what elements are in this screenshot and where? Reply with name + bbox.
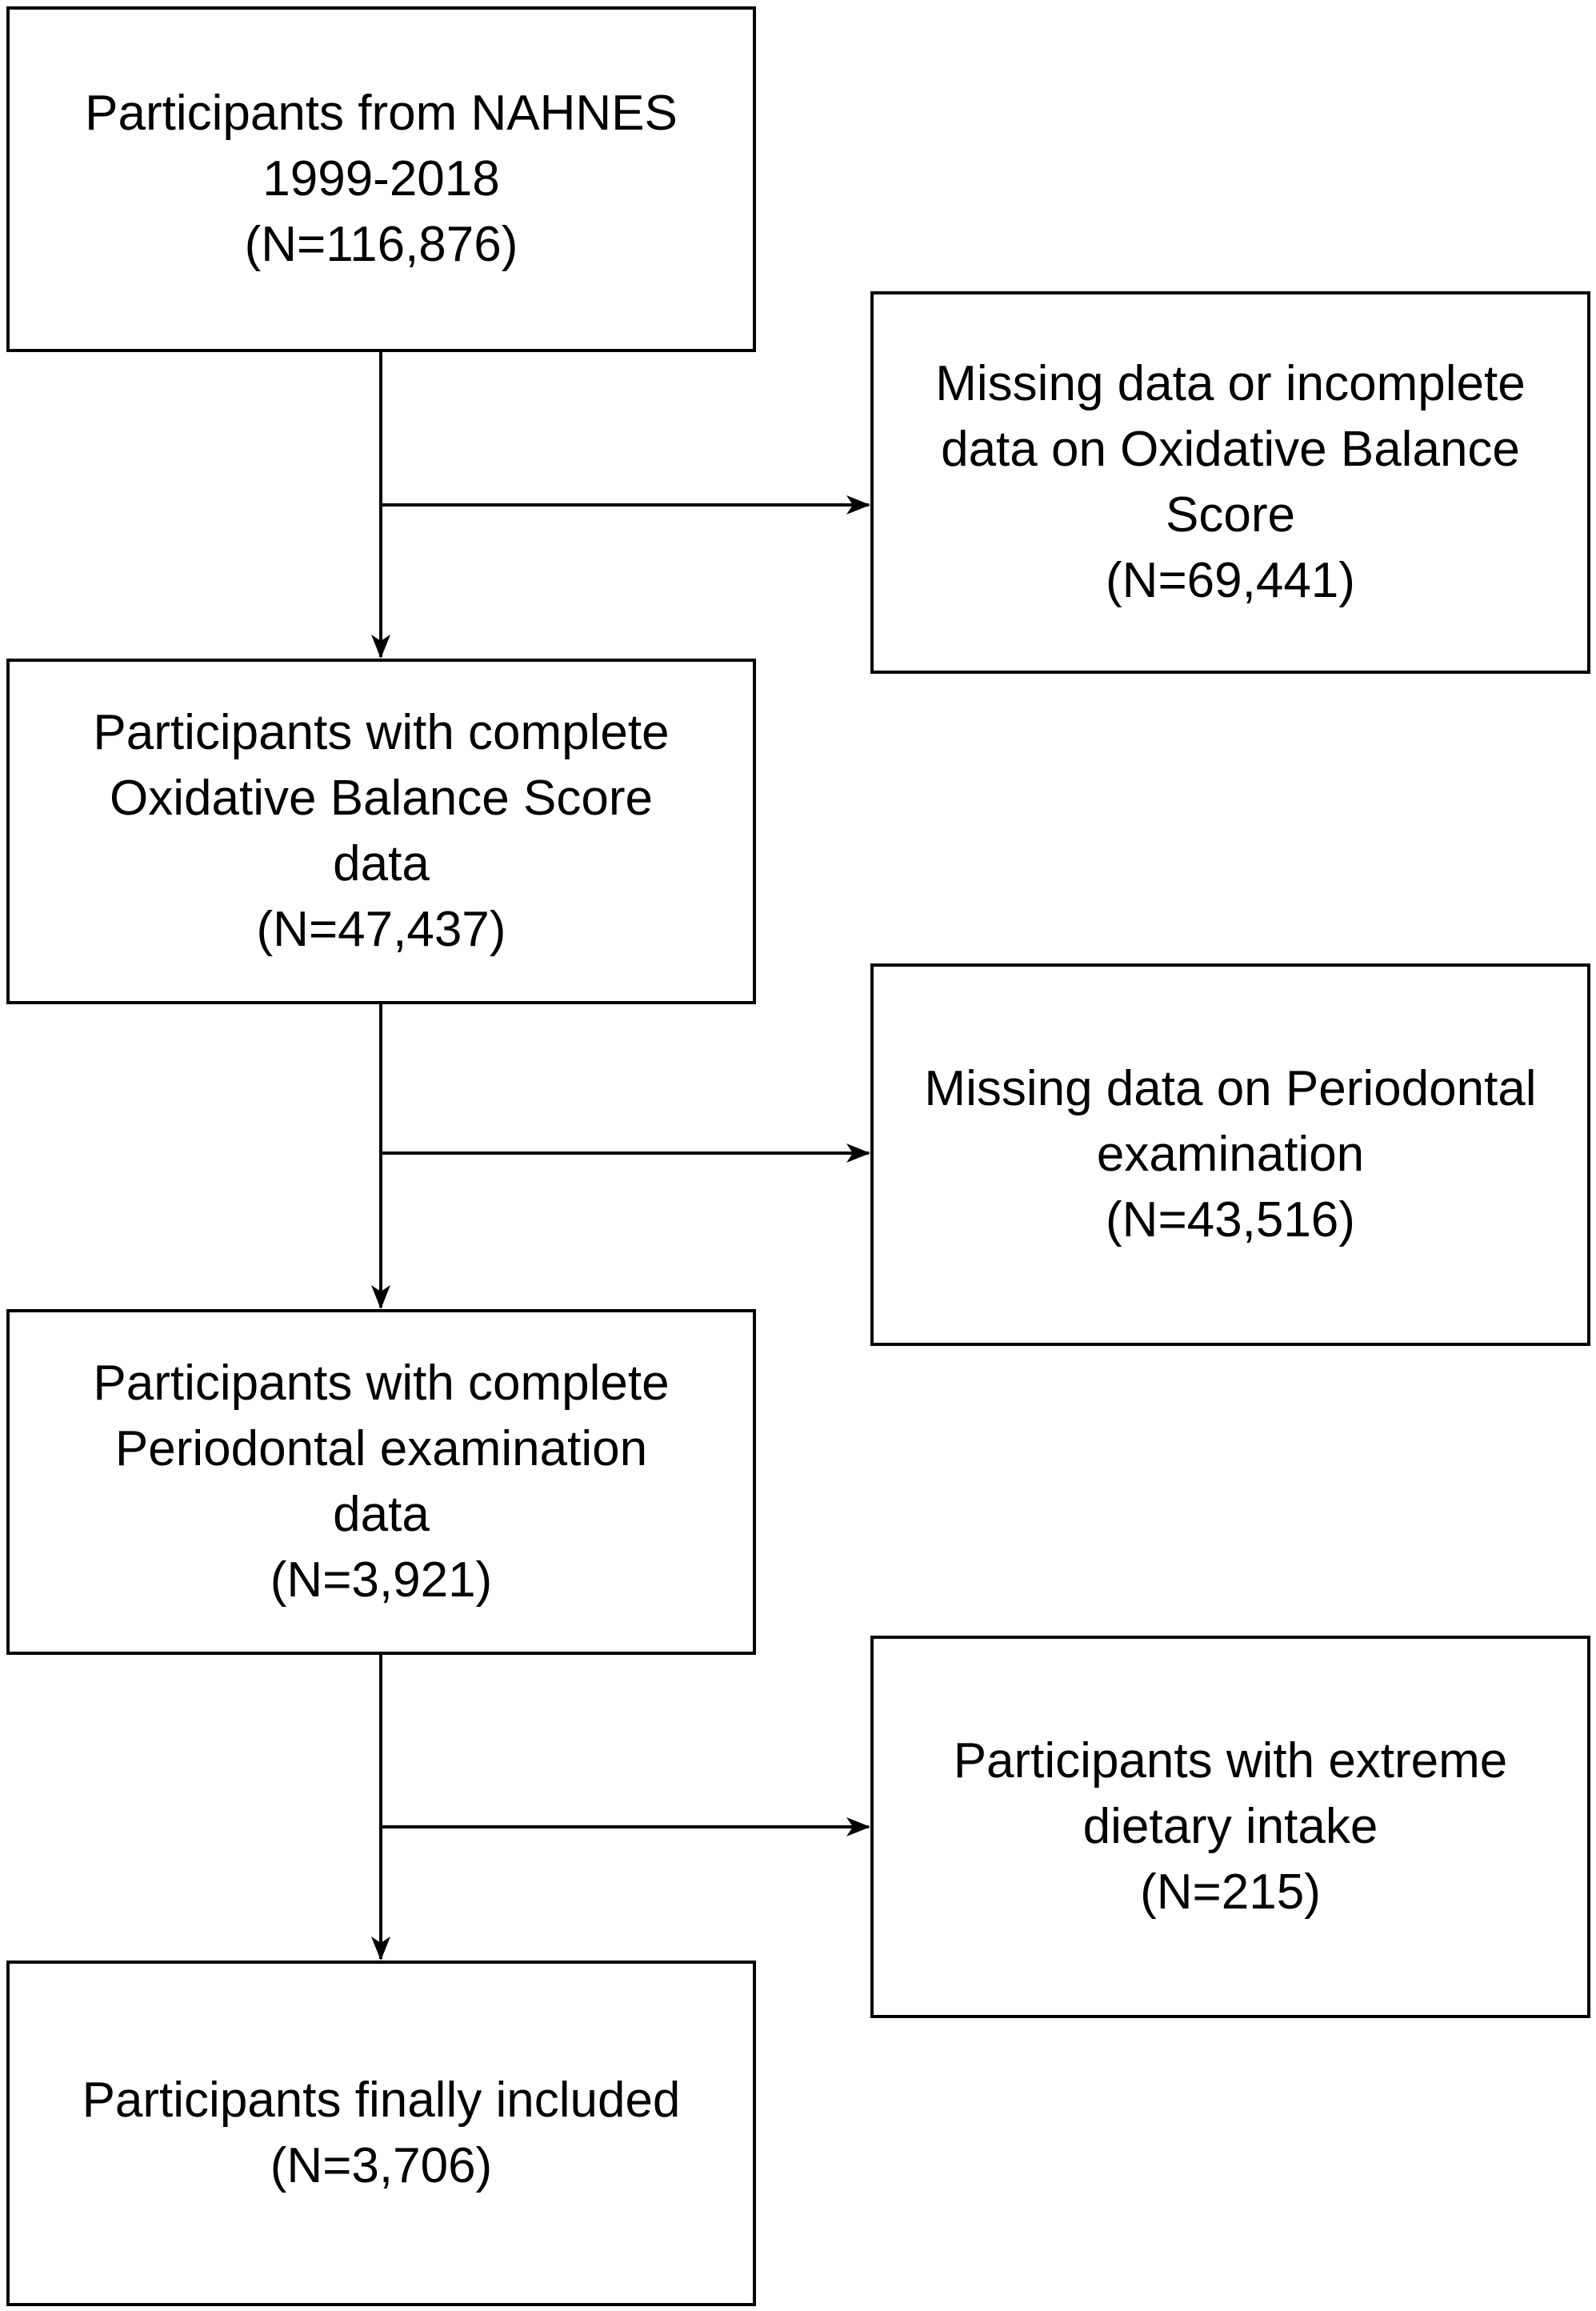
box-text-line: Oxidative Balance Score <box>110 771 653 826</box>
box-text-line: Periodontal examination <box>114 1421 648 1476</box>
box-text-line: examination <box>1096 1127 1365 1182</box>
box-text-line: Participants with extreme <box>953 1733 1508 1788</box>
box-text-line: data on Oxidative Balance <box>941 422 1520 477</box>
box-complete-periodontal-data: Participants with complete Periodontal e… <box>6 1309 756 1655</box>
box-text-line: Participants from NAHNES <box>85 86 678 141</box>
box-participants-finally-included: Participants finally included (N=3,706) <box>6 1961 756 2306</box>
box-text-line: Participants with complete <box>93 1356 670 1411</box>
box-count: (N=43,516) <box>1106 1192 1355 1248</box>
box-count: (N=47,437) <box>256 902 506 957</box>
box-text-line: Missing data or incomplete <box>935 356 1526 411</box>
box-text-line: Participants with complete <box>93 705 670 760</box>
box-text-line: data <box>333 1487 430 1542</box>
box-text-line: Score <box>1166 487 1295 543</box>
box-exclusion-missing-obs: Missing data or incomplete data on Oxida… <box>870 291 1590 674</box>
box-text-line: 1999-2018 <box>262 151 500 206</box>
box-exclusion-extreme-dietary-intake: Participants with extreme dietary intake… <box>870 1636 1590 2018</box>
box-count: (N=215) <box>1140 1864 1321 1920</box>
box-text-line: data <box>333 836 430 891</box>
box-complete-obs-data: Participants with complete Oxidative Bal… <box>6 659 756 1004</box>
box-count: (N=69,441) <box>1106 553 1355 608</box>
box-count: (N=116,876) <box>244 217 518 272</box>
box-exclusion-missing-periodontal: Missing data on Periodontal examination … <box>870 963 1590 1346</box>
box-count: (N=3,921) <box>270 1552 493 1608</box>
box-count: (N=3,706) <box>270 2138 493 2193</box>
box-text-line: dietary intake <box>1082 1799 1378 1854</box>
box-text-line: Participants finally included <box>82 2073 681 2128</box>
box-participants-from-nahnes: Participants from NAHNES 1999-2018 (N=11… <box>6 6 756 352</box>
box-text-line: Missing data on Periodontal <box>924 1061 1537 1116</box>
